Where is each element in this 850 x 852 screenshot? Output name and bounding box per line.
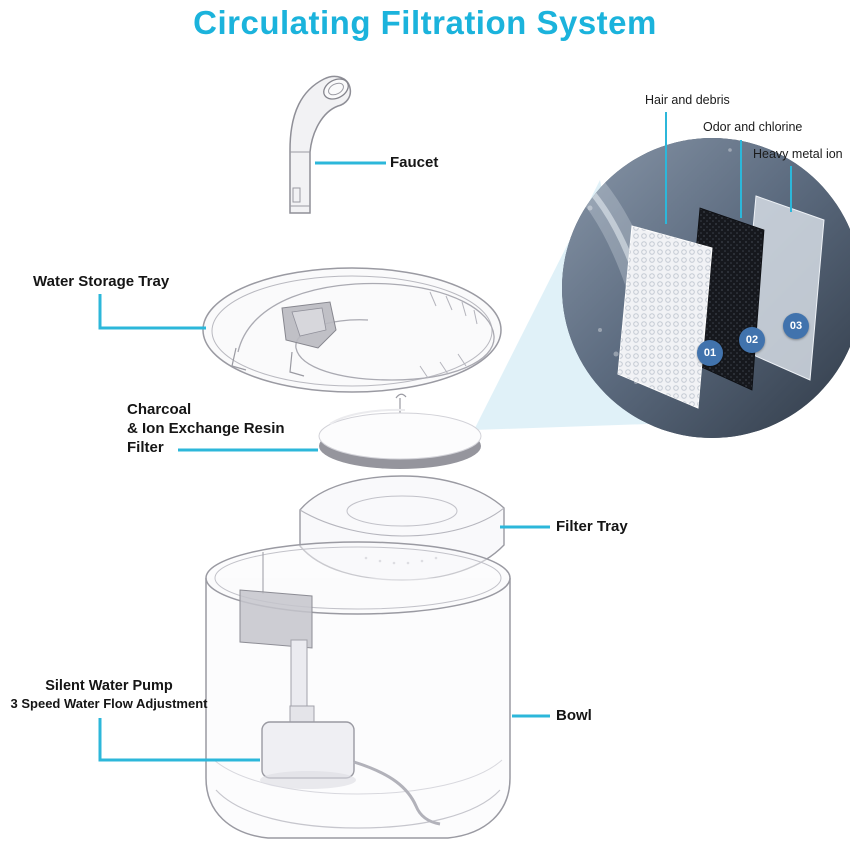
label-filter-tray: Filter Tray [556, 518, 628, 535]
label-hair-and-debris: Hair and debris [645, 93, 730, 107]
leader-pump [98, 718, 260, 762]
page-title: Circulating Filtration System [193, 4, 657, 41]
label-pump-subtitle: 3 Speed Water Flow Adjustment [10, 696, 208, 711]
badge-02: 02 [739, 327, 765, 353]
label-pump: Silent Water Pump 3 Speed Water Flow Adj… [5, 678, 213, 711]
label-bowl: Bowl [556, 707, 592, 724]
label-charcoal-filter-line3: Filter [127, 439, 164, 456]
label-charcoal-filter-line1: Charcoal [127, 401, 192, 418]
badge-01: 01 [697, 340, 723, 366]
label-charcoal-filter: Charcoal & Ion Exchange Resin Filter [127, 400, 317, 457]
badge-03: 03 [783, 313, 809, 339]
label-odor-and-chlorine: Odor and chlorine [703, 120, 803, 134]
label-heavy-metal-ion: Heavy metal ion [753, 147, 843, 161]
water-storage-tray-drawing [202, 267, 502, 393]
label-water-storage-tray: Water Storage Tray [33, 273, 170, 290]
bowl-drawing [205, 541, 511, 839]
label-charcoal-filter-line2: & Ion Exchange Resin [127, 420, 285, 437]
faucet-drawing [289, 75, 352, 214]
label-faucet: Faucet [390, 154, 439, 171]
leader-water-storage-tray [98, 294, 206, 330]
charcoal-filter-drawing [318, 393, 482, 469]
leader-lines [98, 112, 792, 762]
label-pump-title: Silent Water Pump [45, 678, 173, 694]
water-pump-drawing [239, 552, 441, 826]
